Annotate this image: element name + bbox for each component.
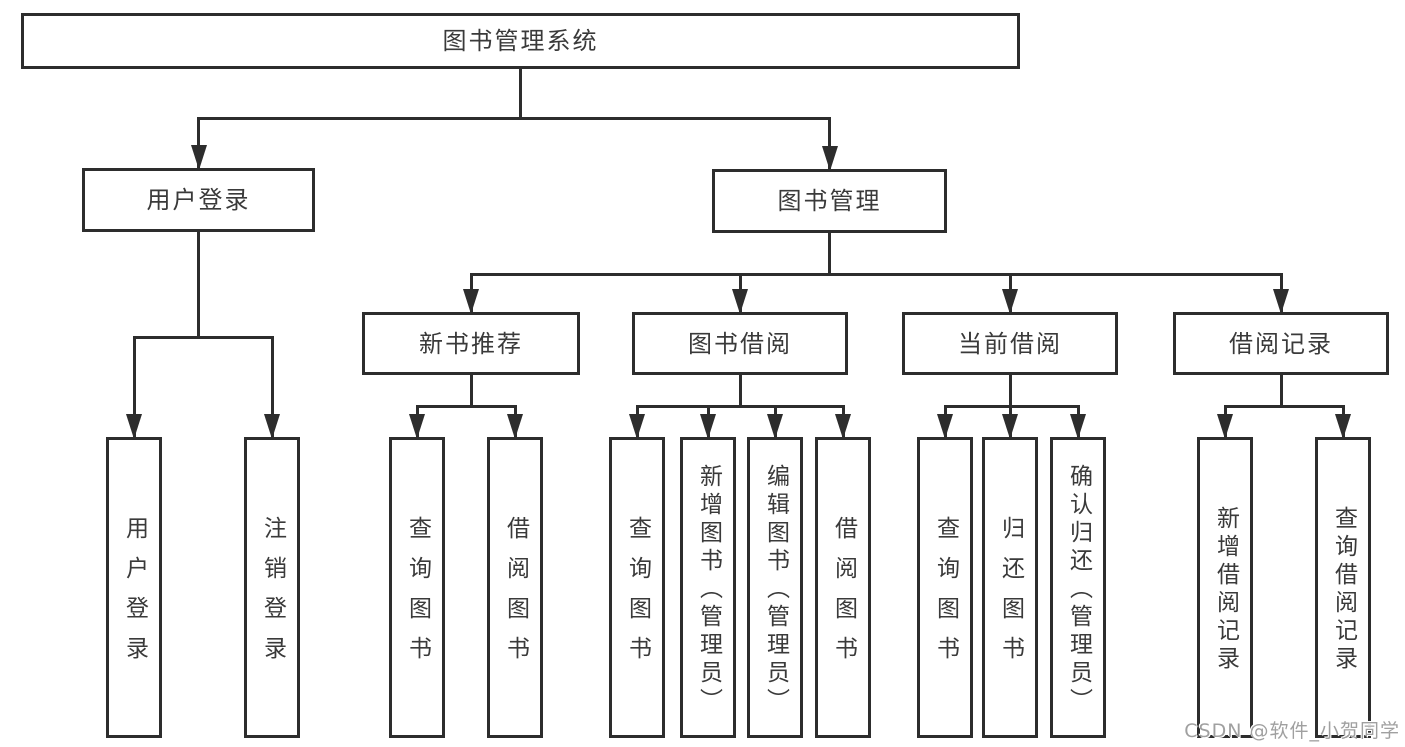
- node-label-new-book-rec: 新书推荐: [419, 329, 523, 358]
- node-logout: 注销登录: [244, 437, 300, 738]
- arrow-down-icon: [507, 414, 523, 439]
- connector-line: [270, 336, 274, 437]
- node-cb-confirm: 确认归还（管理员）: [1050, 437, 1106, 738]
- node-label-borrow-records: 借阅记录: [1229, 329, 1333, 358]
- node-cb-query: 查询图书: [917, 437, 973, 738]
- connector-line: [132, 336, 136, 437]
- node-label-logout: 注销登录: [259, 516, 286, 676]
- connector-line: [1279, 375, 1283, 408]
- node-login: 用户登录: [106, 437, 162, 738]
- arrow-down-icon: [463, 289, 479, 314]
- connector-line: [469, 375, 473, 408]
- watermark: CSDN @软件_小贺同学: [1184, 720, 1400, 742]
- node-label-cb-return: 归还图书: [997, 516, 1024, 676]
- connector-line: [469, 273, 1283, 276]
- node-nbr-query: 查询图书: [389, 437, 445, 738]
- node-label-bb-borrow: 借阅图书: [830, 516, 857, 676]
- connector-line: [519, 69, 522, 120]
- node-label-cb-query: 查询图书: [932, 516, 959, 676]
- connector-line: [635, 405, 845, 408]
- node-label-root: 图书管理系统: [442, 27, 599, 55]
- arrow-down-icon: [629, 414, 645, 439]
- node-label-br-query: 查询借阅记录: [1330, 506, 1357, 674]
- connector-line: [197, 117, 831, 120]
- node-current-borrow: 当前借阅: [902, 312, 1118, 375]
- node-book-borrow: 图书借阅: [632, 312, 848, 375]
- connector-line: [828, 233, 831, 276]
- connector-line: [943, 405, 1080, 408]
- arrow-down-icon: [190, 145, 207, 170]
- node-br-add: 新增借阅记录: [1197, 437, 1253, 738]
- node-label-cb-confirm: 确认归还（管理员）: [1065, 464, 1092, 716]
- arrow-down-icon: [767, 414, 783, 439]
- arrow-down-icon: [835, 414, 851, 439]
- node-bb-edit: 编辑图书（管理员）: [747, 437, 803, 738]
- connector-line: [197, 232, 200, 339]
- arrow-down-icon: [700, 414, 716, 439]
- connector-line: [1008, 375, 1012, 408]
- arrow-down-icon: [732, 289, 748, 314]
- node-new-book-rec: 新书推荐: [362, 312, 580, 375]
- connector-line: [738, 375, 742, 408]
- arrow-down-icon: [821, 146, 838, 171]
- arrow-down-icon: [126, 414, 142, 439]
- arrow-down-icon: [1002, 414, 1018, 439]
- node-label-nbr-borrow: 借阅图书: [502, 516, 529, 676]
- arrow-down-icon: [1273, 289, 1289, 314]
- node-cb-return: 归还图书: [982, 437, 1038, 738]
- node-label-current-borrow: 当前借阅: [958, 329, 1062, 358]
- node-label-bb-edit: 编辑图书（管理员）: [762, 464, 789, 716]
- arrow-down-icon: [937, 414, 953, 439]
- arrow-down-icon: [264, 414, 280, 439]
- arrow-down-icon: [1070, 414, 1086, 439]
- connector-line: [197, 117, 200, 168]
- node-label-bb-query: 查询图书: [624, 516, 651, 676]
- node-label-user-login: 用户登录: [146, 186, 251, 214]
- node-label-book-mgmt: 图书管理: [777, 187, 882, 215]
- node-borrow-records: 借阅记录: [1173, 312, 1389, 375]
- node-label-book-borrow: 图书借阅: [688, 329, 792, 358]
- arrow-down-icon: [1002, 289, 1018, 314]
- node-nbr-borrow: 借阅图书: [487, 437, 543, 738]
- node-label-nbr-query: 查询图书: [404, 516, 431, 676]
- connector-line: [415, 405, 517, 408]
- node-label-br-add: 新增借阅记录: [1212, 506, 1239, 674]
- node-root: 图书管理系统: [21, 13, 1020, 69]
- node-label-bb-add: 新增图书（管理员）: [695, 464, 722, 716]
- node-br-query: 查询借阅记录: [1315, 437, 1371, 738]
- node-book-mgmt: 图书管理: [712, 169, 947, 233]
- arrow-down-icon: [1217, 414, 1233, 439]
- node-bb-borrow: 借阅图书: [815, 437, 871, 738]
- connector-line: [1223, 405, 1345, 408]
- arrow-down-icon: [1335, 414, 1351, 439]
- node-label-login: 用户登录: [121, 516, 148, 676]
- node-bb-query: 查询图书: [609, 437, 665, 738]
- arrow-down-icon: [409, 414, 425, 439]
- connector-line: [132, 336, 274, 339]
- node-bb-add: 新增图书（管理员）: [680, 437, 736, 738]
- connector-line: [828, 117, 831, 169]
- node-user-login: 用户登录: [82, 168, 315, 232]
